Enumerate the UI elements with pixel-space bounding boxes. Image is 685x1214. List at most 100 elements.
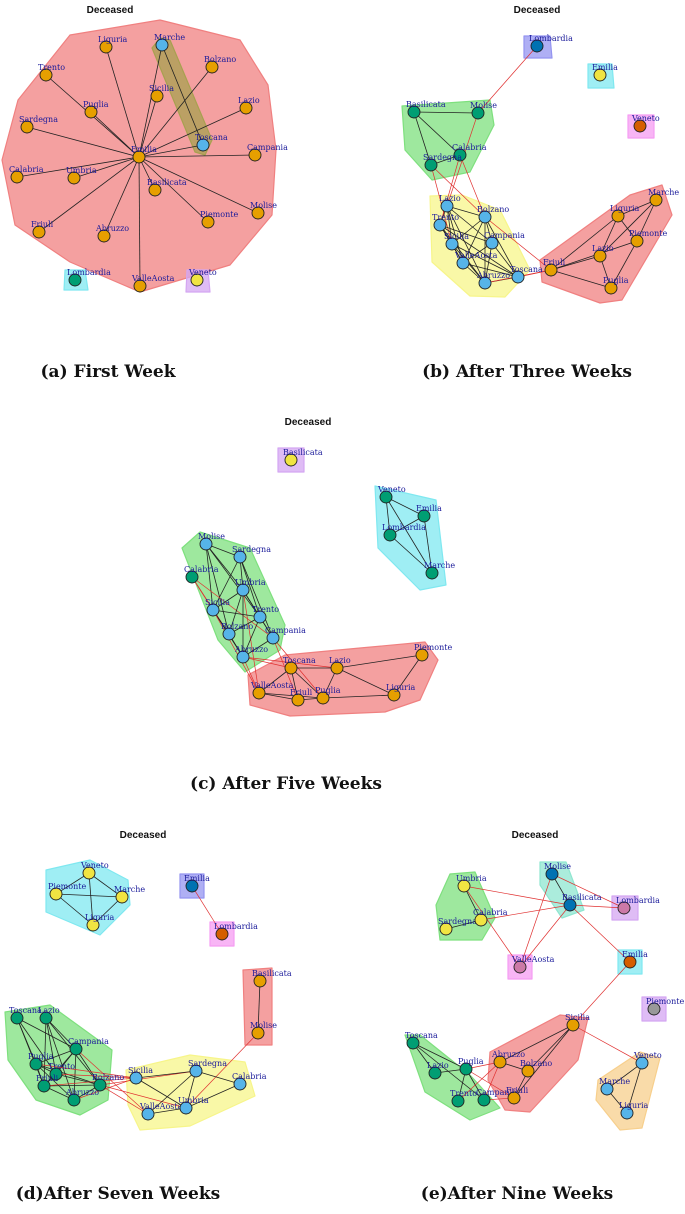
node-d-campania[interactable]: Campania	[68, 1037, 109, 1056]
node-b-trento[interactable]: Trento	[432, 213, 459, 232]
node-a-marche[interactable]: Marche	[154, 33, 185, 52]
node-c-umbria[interactable]: Umbria	[235, 578, 266, 597]
node-b-lombardia[interactable]: Lombardia	[529, 34, 573, 53]
node-b-friuli[interactable]: Friuli	[543, 258, 566, 277]
node-d-sardegna[interactable]: Sardegna	[188, 1059, 227, 1078]
node-c-trento[interactable]: Trento	[252, 605, 279, 624]
node-b-veneto[interactable]: Veneto	[631, 114, 660, 133]
node-a-umbria[interactable]: Umbria	[66, 166, 97, 185]
node-c-campania[interactable]: Campania	[265, 626, 306, 645]
node-e-umbria[interactable]: Umbria	[456, 874, 487, 893]
node-a-lombardia[interactable]: Lombardia	[67, 268, 111, 287]
node-c-calabria[interactable]: Calabria	[184, 565, 219, 584]
node-e-veneto[interactable]: Veneto	[633, 1051, 662, 1070]
node-d-trento[interactable]: Trento	[48, 1062, 75, 1081]
node-b-piemonte[interactable]: Piemonte	[629, 229, 667, 248]
node-c-puglia[interactable]: Puglia	[315, 686, 341, 705]
node-e-lazio[interactable]: Lazio	[427, 1061, 449, 1080]
node-c-friuli[interactable]: Friuli	[290, 688, 313, 707]
node-e-liguria[interactable]: Liguria	[619, 1101, 649, 1120]
node-a-calabria[interactable]: Calabria	[9, 165, 44, 184]
node-b-puglia[interactable]: Puglia	[603, 276, 629, 295]
node-d-basilicata[interactable]: Basilicata	[252, 969, 292, 988]
node-d-emilia[interactable]: Emilia	[184, 874, 210, 893]
node-d-liguria[interactable]: Liguria	[85, 913, 115, 932]
node-c-basilicata[interactable]: Basilicata	[283, 448, 323, 467]
node-a-liguria[interactable]: Liguria	[98, 35, 128, 54]
node-a-veneto[interactable]: Veneto	[188, 268, 217, 287]
node-d-abruzzo[interactable]: Abruzzo	[65, 1088, 99, 1107]
node-a-puglia[interactable]: Puglia	[83, 100, 109, 119]
node-b-lazio[interactable]: Lazio	[592, 244, 614, 263]
node-e-emilia[interactable]: Emilia	[622, 950, 648, 969]
node-e-campania[interactable]: Campania	[476, 1088, 517, 1107]
node-a-sardegna[interactable]: Sardegna	[19, 115, 58, 134]
node-c-liguria[interactable]: Liguria	[386, 683, 416, 702]
node-d-toscana[interactable]: Toscana	[9, 1006, 42, 1025]
node-a-molise[interactable]: Molise	[250, 201, 277, 220]
node-b-calabria[interactable]: Calabria	[452, 143, 487, 162]
node-c-toscana[interactable]: Toscana	[283, 656, 316, 675]
node-c-sicilia[interactable]: Sicilia	[205, 598, 230, 617]
node-e-sardegna[interactable]: Sardegna	[438, 917, 477, 936]
node-d-sicilia[interactable]: Sicilia	[128, 1066, 153, 1085]
node-a-trento[interactable]: Trento	[38, 63, 65, 82]
node-b-toscana[interactable]: Toscana	[510, 265, 543, 284]
node-e-basilicata[interactable]: Basilicata	[562, 893, 602, 912]
node-c-molise[interactable]: Molise	[198, 532, 225, 551]
node-e-molise[interactable]: Molise	[544, 862, 571, 881]
node-c-veneto[interactable]: Veneto	[377, 485, 406, 504]
node-b-liguria[interactable]: Liguria	[610, 204, 640, 223]
node-b-campania[interactable]: Campania	[484, 231, 525, 250]
node-b-valleaosta[interactable]: ValleAosta	[454, 251, 498, 270]
node-c-lazio[interactable]: Lazio	[329, 656, 351, 675]
node-c-marche[interactable]: Marche	[424, 561, 455, 580]
node-e-lombardia[interactable]: Lombardia	[616, 896, 660, 915]
node-a-valleaosta[interactable]: ValleAosta	[131, 274, 175, 293]
node-e-puglia[interactable]: Puglia	[458, 1057, 484, 1076]
node-b-molise[interactable]: Molise	[470, 101, 497, 120]
node-a-bolzano[interactable]: Bolzano	[204, 55, 236, 74]
node-d-valleaosta[interactable]: ValleAosta	[139, 1102, 183, 1121]
node-e-calabria[interactable]: Calabria	[473, 908, 508, 927]
node-d-molise[interactable]: Molise	[250, 1021, 277, 1040]
node-c-lombardia[interactable]: Lombardia	[382, 523, 426, 542]
node-b-bolzano[interactable]: Bolzano	[477, 205, 509, 224]
node-b-marche[interactable]: Marche	[648, 188, 679, 207]
node-a-abruzzo[interactable]: Abruzzo	[95, 224, 129, 243]
node-d-umbria[interactable]: Umbria	[178, 1096, 209, 1115]
node-a-campania[interactable]: Campania	[247, 143, 288, 162]
node-e-toscana[interactable]: Toscana	[405, 1031, 438, 1050]
node-d-veneto[interactable]: Veneto	[80, 861, 109, 880]
node-c-sardegna[interactable]: Sardegna	[232, 545, 271, 564]
node-d-lombardia[interactable]: Lombardia	[214, 922, 258, 941]
node-a-piemonte[interactable]: Piemonte	[200, 210, 238, 229]
node-a-friuli[interactable]: Friuli	[31, 220, 54, 239]
node-a-emilia[interactable]: Emilia	[131, 145, 157, 164]
node-e-friuli[interactable]: Friuli	[506, 1086, 529, 1105]
node-a-lazio[interactable]: Lazio	[238, 96, 260, 115]
node-b-basilicata[interactable]: Basilicata	[406, 100, 446, 119]
node-d-puglia[interactable]: Puglia	[28, 1052, 54, 1071]
node-d-lazio[interactable]: Lazio	[38, 1006, 60, 1025]
node-e-abruzzo[interactable]: Abruzzo	[491, 1050, 525, 1069]
node-c-bolzano[interactable]: Bolzano	[221, 622, 253, 641]
node-d-marche[interactable]: Marche	[114, 885, 145, 904]
node-c-piemonte[interactable]: Piemonte	[414, 643, 452, 662]
node-e-bolzano[interactable]: Bolzano	[520, 1059, 552, 1078]
node-b-sardegna[interactable]: Sardegna	[423, 153, 462, 172]
node-b-abruzzo[interactable]: Abruzzo	[476, 271, 510, 290]
node-b-lazio[interactable]: Lazio	[439, 194, 461, 213]
node-e-piemonte[interactable]: Piemonte	[646, 997, 684, 1016]
node-d-calabria[interactable]: Calabria	[232, 1072, 267, 1091]
node-c-valleaosta[interactable]: ValleAosta	[250, 681, 294, 700]
node-d-piemonte[interactable]: Piemonte	[48, 882, 86, 901]
node-e-trento[interactable]: Trento	[450, 1089, 477, 1108]
node-b-emilia[interactable]: Emilia	[592, 63, 618, 82]
node-e-valleaosta[interactable]: ValleAosta	[511, 955, 555, 974]
node-e-sicilia[interactable]: Sicilia	[565, 1013, 590, 1032]
node-c-abruzzo[interactable]: Abruzzo	[234, 645, 268, 664]
node-e-marche[interactable]: Marche	[599, 1077, 630, 1096]
node-a-basilicata[interactable]: Basilicata	[147, 178, 187, 197]
node-d-friuli[interactable]: Friuli	[36, 1074, 59, 1093]
